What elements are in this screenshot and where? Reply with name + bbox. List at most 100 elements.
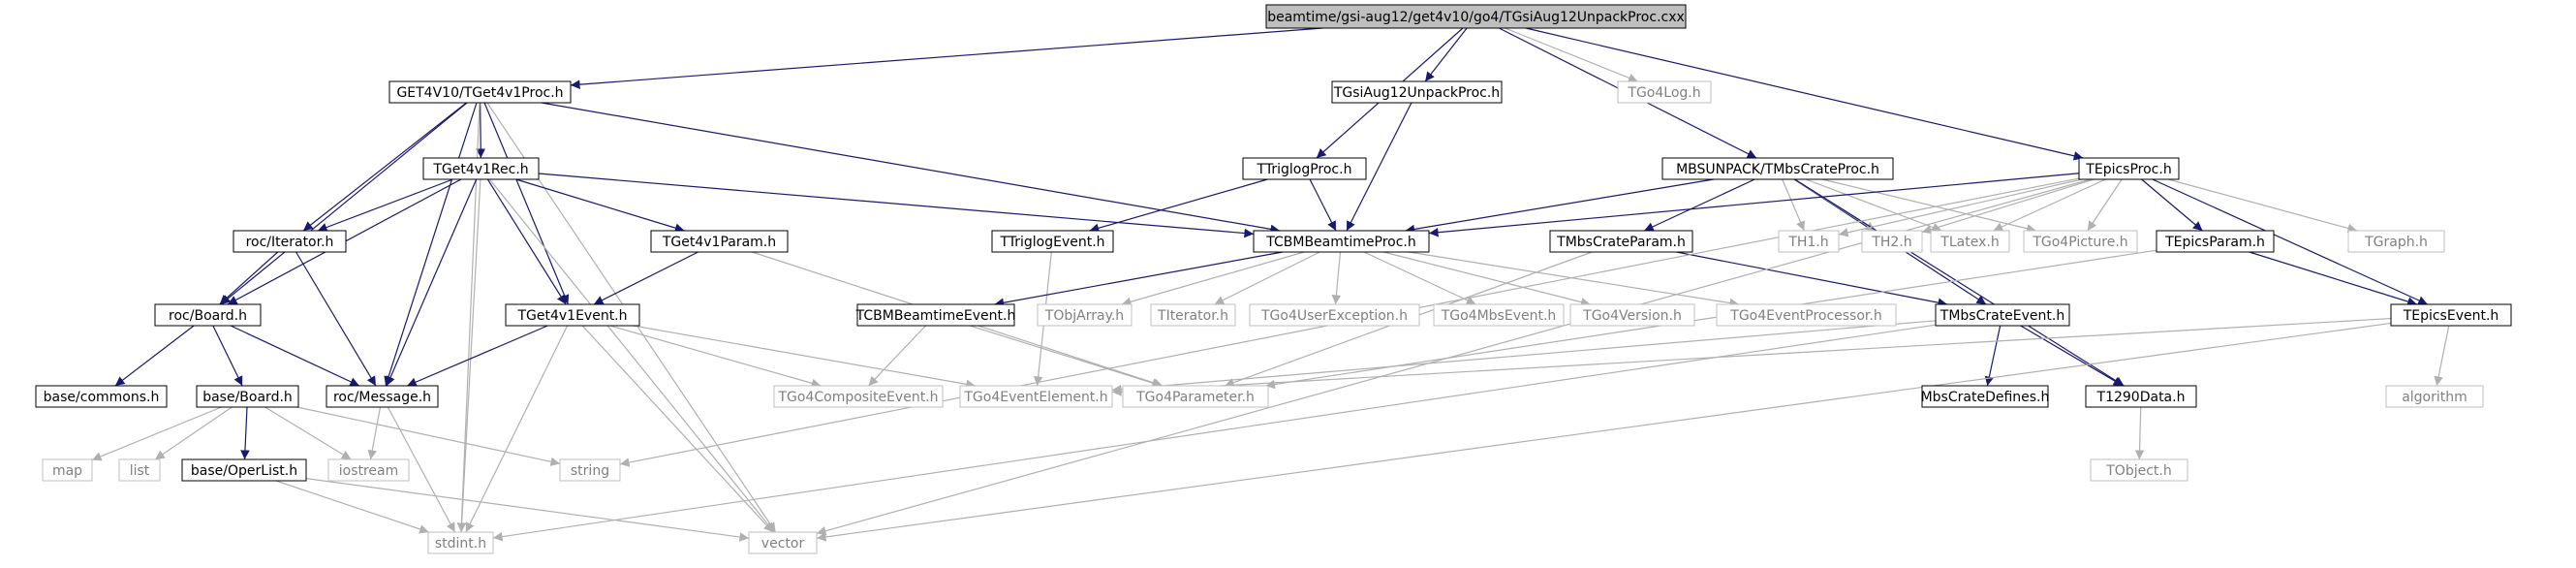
edge-get4v1proc-to-tget4v1event <box>483 102 570 305</box>
node-box <box>326 385 439 408</box>
edge-tget4v1rec-to-rocmessage <box>386 178 478 387</box>
edge-tepicsproc-to-tgraph <box>2167 178 2358 234</box>
edge-root-to-tepicsproc <box>1525 27 2084 161</box>
node-titerator: TIterator.h <box>1150 303 1236 327</box>
node-ttriglogevent[interactable]: TTriglogEvent.h <box>991 230 1114 253</box>
node-rocmessage[interactable]: roc/Message.h <box>326 385 439 408</box>
node-tget4v1event[interactable]: TGet4v1Event.h <box>505 303 640 327</box>
node-tobject: TObject.h <box>2090 458 2188 482</box>
node-baseboard[interactable]: base/Board.h <box>196 385 299 408</box>
edge-tmbscrateevent-to-mbscratedefines <box>1984 325 2002 387</box>
node-label: TObjArray.h <box>1044 308 1124 324</box>
node-tmbscrateparam[interactable]: TMbsCrateParam.h <box>1549 230 1693 253</box>
node-label: MBSUNPACK/TMbsCrateProc.h <box>1676 162 1879 177</box>
node-root[interactable]: beamtime/gsi-aug12/get4v10/go4/TGsiAug12… <box>1265 4 1687 29</box>
node-basecommons[interactable]: base/commons.h <box>35 385 168 408</box>
node-ttriglogproc[interactable]: TTriglogProc.h <box>1242 157 1367 180</box>
edge-tget4v1event-to-tgo4composite <box>609 325 822 388</box>
node-label: base/commons.h <box>44 390 160 405</box>
node-box <box>959 385 1113 408</box>
node-label: TCBMBeamtimeProc.h <box>1265 235 1416 250</box>
node-mbscrateproc[interactable]: MBSUNPACK/TMbsCrateProc.h <box>1661 157 1894 180</box>
node-label: TH2.h <box>1871 235 1911 250</box>
node-box <box>1265 4 1687 29</box>
node-box <box>1617 80 1712 104</box>
node-t1290data[interactable]: T1290Data.h <box>2085 385 2197 408</box>
node-box <box>1935 303 2070 327</box>
node-tget4v1param[interactable]: TGet4v1Param.h <box>650 230 789 253</box>
node-box <box>233 230 347 253</box>
node-tgo4eventelem: TGo4EventElement.h <box>959 385 1113 408</box>
node-box <box>1433 303 1565 327</box>
node-tmbscrateevent[interactable]: TMbsCrateEvent.h <box>1935 303 2070 327</box>
node-tgo4version: TGo4Version.h <box>1569 303 1695 327</box>
node-box <box>650 230 789 253</box>
node-tget4v1rec[interactable]: TGet4v1Rec.h <box>422 157 540 180</box>
node-label: string <box>571 463 609 479</box>
node-box <box>1249 303 1420 327</box>
edge-tcbmbeamevent-to-tgo4parameter <box>969 325 1163 388</box>
edge-tcbmbeamevent-to-tgo4composite <box>868 325 926 387</box>
node-label: TGo4MbsEvent.h <box>1441 308 1557 324</box>
node-label: roc/Board.h <box>169 308 247 324</box>
node-label: MbsCrateDefines.h <box>1921 390 2050 405</box>
node-tepicsevent[interactable]: TEpicsEvent.h <box>2390 303 2512 327</box>
edge-mbscrateproc-to-t1290data <box>1794 178 2125 387</box>
edge-tget4v1event-to-vector <box>581 325 774 533</box>
node-label: TGo4Parameter.h <box>1135 390 1255 405</box>
node-mbscratedefines[interactable]: MbsCrateDefines.h <box>1921 385 2050 408</box>
edge-baseoperlist-to-stdint <box>275 480 429 534</box>
edge-tepicsevent-to-tgo4eventelem <box>1111 317 2392 396</box>
node-box <box>1242 157 1367 180</box>
node-label: list <box>130 463 150 479</box>
node-tcbmbeamevent[interactable]: TCBMBeamtimeEvent.h <box>855 303 1016 327</box>
node-box <box>327 458 410 482</box>
node-label: TGo4Version.h <box>1582 308 1682 324</box>
node-box <box>118 458 161 482</box>
node-tgo4composite: TGo4CompositeEvent.h <box>773 385 944 408</box>
edge-tget4v1param-to-tget4v1event <box>593 251 698 305</box>
node-list: list <box>118 458 161 482</box>
edge-tmbscrateparam-to-tmbscrateevent <box>1676 251 1948 307</box>
node-th1: TH1.h <box>1778 230 1840 253</box>
edge-tgsiunpack-to-tcbmbeamproc <box>1346 102 1412 232</box>
node-rociterator[interactable]: roc/Iterator.h <box>233 230 347 253</box>
node-tcbmbeamproc[interactable]: TCBMBeamtimeProc.h <box>1253 230 1430 253</box>
node-tepicsparam[interactable]: TEpicsParam.h <box>2156 230 2275 253</box>
node-box <box>1778 230 1840 253</box>
edge-mbscrateproc-to-th1 <box>1782 178 1805 232</box>
edge-tepicsevent-to-algorithm <box>2434 325 2450 387</box>
node-box <box>422 157 540 180</box>
node-baseoperlist[interactable]: base/OperList.h <box>181 458 307 482</box>
node-tepicsproc[interactable]: TEpicsProc.h <box>2078 157 2180 180</box>
edge-ttriglogproc-to-tcbmbeamproc <box>1309 178 1337 232</box>
edge-tepicsproc-to-tepicsevent <box>2152 178 2429 305</box>
node-box <box>2390 303 2512 327</box>
edge-tepicsproc-to-tgo4picture <box>2087 178 2123 232</box>
edge-tcbmbeamproc-to-tgo4version <box>1382 251 1591 307</box>
node-box <box>42 458 93 482</box>
nodes-layer: beamtime/gsi-aug12/get4v10/go4/TGsiAug12… <box>35 4 2512 554</box>
node-label: vector <box>761 536 805 552</box>
node-label: TGet4v1Rec.h <box>432 162 528 177</box>
node-box <box>1716 303 1897 327</box>
node-box <box>2090 458 2188 482</box>
node-label: roc/Iterator.h <box>246 235 334 250</box>
node-get4v1proc[interactable]: GET4V10/TGet4v1Proc.h <box>388 80 572 104</box>
node-rocboard[interactable]: roc/Board.h <box>154 303 262 327</box>
node-algorithm: algorithm <box>2385 385 2484 408</box>
node-box <box>1861 230 1923 253</box>
edge-tget4v1rec-to-rociterator <box>317 178 453 233</box>
node-tgsiunpack[interactable]: TGsiAug12UnpackProc.h <box>1331 80 1503 104</box>
edge-tepicsproc-to-th1 <box>1838 178 2083 237</box>
node-box <box>1150 303 1236 327</box>
edge-tget4v1event-to-rocmessage <box>406 325 548 387</box>
node-box <box>1549 230 1693 253</box>
edge-tget4v1rec-to-tget4v1param <box>515 178 685 233</box>
edge-t1290data-to-tobject <box>2134 406 2145 460</box>
edge-mbscrateproc-to-tlatex <box>1805 178 1942 233</box>
edge-tmbscrateevent-to-tgo4eventelem <box>1111 320 1937 394</box>
edge-tepicsparam-to-tgo4parameter <box>1265 249 2157 390</box>
node-iostream: iostream <box>327 458 410 482</box>
